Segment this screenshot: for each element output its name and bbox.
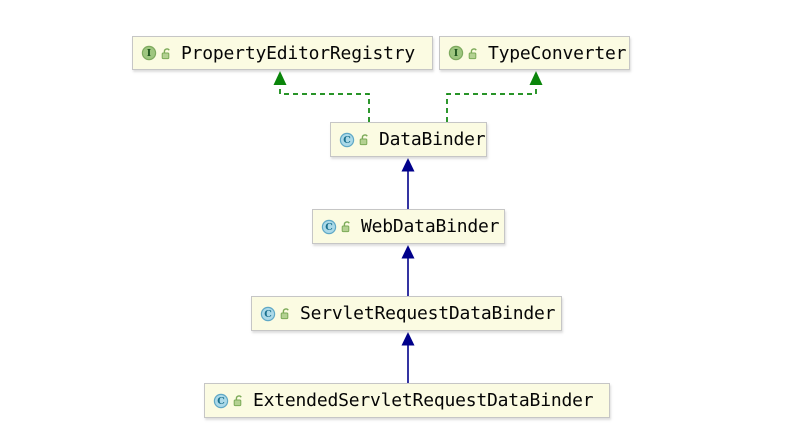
- unlocked-lock-icon: [233, 394, 244, 407]
- class-icon: C: [321, 219, 337, 235]
- unlocked-lock-icon: [359, 133, 370, 146]
- svg-text:I: I: [147, 48, 152, 59]
- interface-icon: I: [448, 45, 464, 61]
- implements-edge-databinder-typeconverter: [446, 71, 543, 122]
- class-node-servlet-request-data-binder[interactable]: C ServletRequestDataBinder: [251, 296, 562, 331]
- class-icon: C: [260, 306, 276, 322]
- class-name-label: DataBinder: [379, 129, 486, 150]
- extends-edge-extendedservletrequestdatabinder-servletrequestdatabinder: [401, 332, 415, 383]
- class-icon: C: [339, 132, 355, 148]
- class-name-label: WebDataBinder: [361, 216, 500, 237]
- class-node-data-binder[interactable]: C DataBinder: [330, 122, 487, 157]
- svg-text:I: I: [454, 48, 459, 59]
- extends-edge-servletrequestdatabinder-webdatabinder: [401, 245, 415, 296]
- class-name-label: TypeConverter: [488, 42, 627, 64]
- svg-text:C: C: [343, 135, 351, 146]
- class-node-web-data-binder[interactable]: C WebDataBinder: [312, 209, 505, 244]
- class-icon: C: [213, 393, 229, 409]
- class-node-extended-servlet-request-data-binder[interactable]: C ExtendedServletRequestDataBinder: [204, 383, 610, 418]
- class-name-label: PropertyEditorRegistry: [181, 42, 416, 64]
- extends-edge-webdatabinder-databinder: [401, 158, 415, 209]
- interface-icon: I: [141, 45, 157, 61]
- class-name-label: ServletRequestDataBinder: [300, 303, 556, 324]
- interface-node-type-converter[interactable]: I TypeConverter: [439, 36, 630, 70]
- interface-node-property-editor-registry[interactable]: I PropertyEditorRegistry: [132, 36, 433, 70]
- svg-text:C: C: [217, 396, 225, 407]
- unlocked-lock-icon: [468, 47, 479, 60]
- unlocked-lock-icon: [341, 220, 352, 233]
- class-name-label: ExtendedServletRequestDataBinder: [253, 390, 594, 411]
- svg-text:C: C: [325, 222, 333, 233]
- svg-text:C: C: [264, 309, 272, 320]
- unlocked-lock-icon: [280, 307, 291, 320]
- implements-edge-databinder-propertyeditorregistry: [273, 71, 370, 122]
- unlocked-lock-icon: [161, 47, 172, 60]
